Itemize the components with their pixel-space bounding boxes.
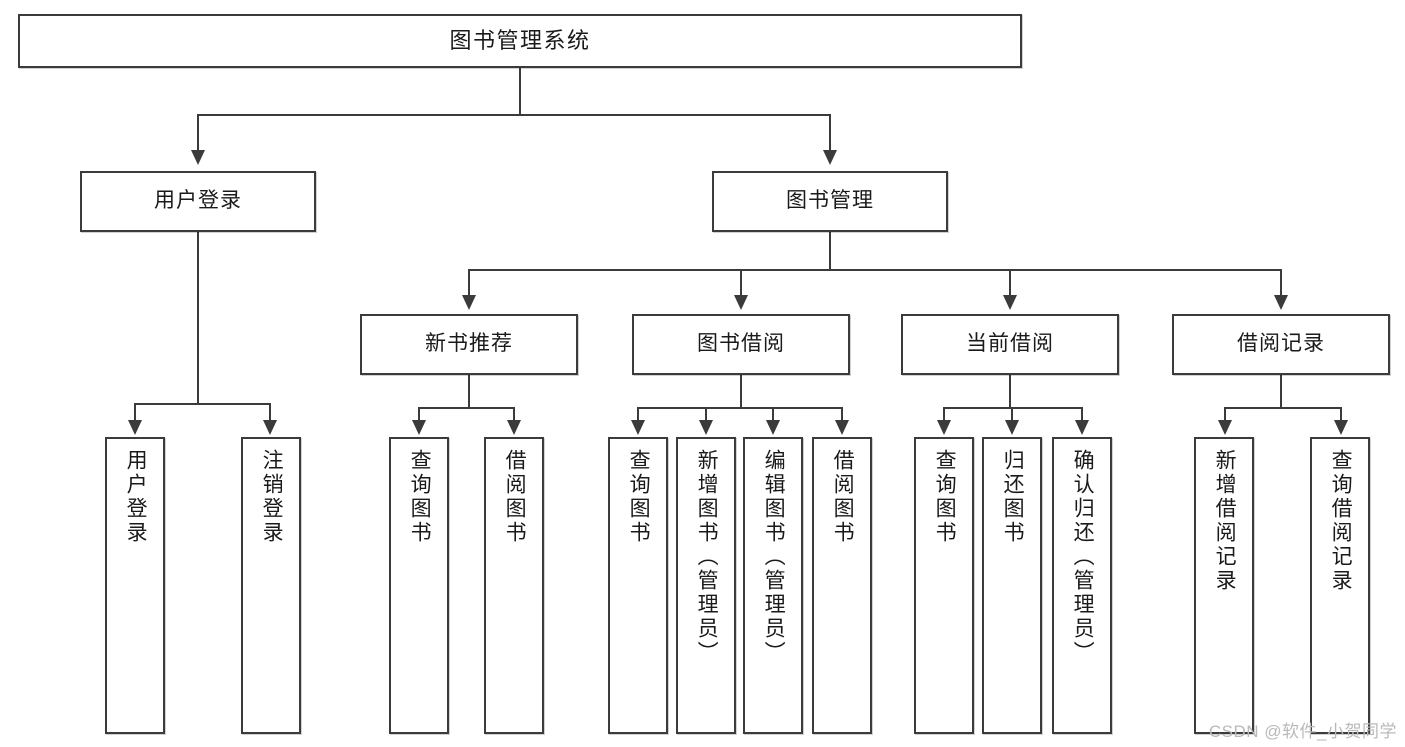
arrowhead-user-login-1	[128, 420, 142, 435]
node-label: 当前借阅	[966, 332, 1054, 356]
arrowhead-bookborrow-3	[766, 420, 780, 435]
node-label: 借阅图书	[831, 449, 855, 545]
arrowhead-currentborrow-1	[937, 420, 951, 435]
arrowhead-newbook-2	[507, 420, 521, 435]
connector-borrowrecord-stem	[1280, 375, 1282, 408]
arrowhead-level3-2	[734, 295, 748, 310]
connector-currentborrow-drop-3	[1081, 407, 1083, 421]
node-label: 借阅图书	[503, 449, 527, 545]
connector-newbook-drop-2	[513, 407, 515, 421]
connector-user-login-drop-2	[269, 403, 271, 421]
node-label: 编辑图书（管理员）	[762, 449, 786, 665]
connector-level2-drop-1	[197, 114, 199, 152]
leaf-user-login[interactable]: 用户登录	[105, 437, 165, 734]
leaf-borrowrecord-add-record[interactable]: 新增借阅记录	[1194, 437, 1254, 734]
leaf-bookborrow-add-book-admin[interactable]: 新增图书（管理员）	[676, 437, 736, 734]
node-label: 注销登录	[260, 449, 284, 545]
connector-bookborrow-drop-2	[705, 407, 707, 421]
connector-newbook-drop-1	[418, 407, 420, 421]
node-label: 查询图书	[408, 449, 432, 545]
watermark: CSDN @软件_小贺同学	[1208, 722, 1397, 741]
connector-level3-drop-1	[468, 269, 470, 296]
connector-borrowrecord-bus	[1224, 407, 1341, 409]
connector-bookborrow-bus	[637, 407, 843, 409]
node-label: 新增借阅记录	[1213, 449, 1237, 593]
node-root-book-management-system[interactable]: 图书管理系统	[18, 14, 1022, 68]
node-label: 查询借阅记录	[1329, 449, 1353, 593]
node-label: 确认归还（管理员）	[1071, 449, 1095, 665]
connector-currentborrow-stem	[1009, 375, 1011, 408]
arrowhead-currentborrow-2	[1005, 420, 1019, 435]
connector-bookborrow-drop-3	[772, 407, 774, 421]
node-book-management[interactable]: 图书管理	[712, 171, 948, 232]
node-label: 图书借阅	[697, 332, 785, 356]
node-label: 新书推荐	[425, 332, 513, 356]
connector-user-login-stem	[197, 232, 199, 404]
node-user-login[interactable]: 用户登录	[80, 171, 316, 232]
node-current-borrow[interactable]: 当前借阅	[901, 314, 1119, 375]
arrowhead-borrowrecord-1	[1218, 420, 1232, 435]
leaf-newbook-borrow-book[interactable]: 借阅图书	[484, 437, 544, 734]
node-label: 归还图书	[1001, 449, 1025, 545]
leaf-borrowrecord-query-record[interactable]: 查询借阅记录	[1310, 437, 1370, 734]
leaf-bookborrow-query-book[interactable]: 查询图书	[608, 437, 668, 734]
connector-bookborrow-stem	[740, 375, 742, 408]
arrowhead-level3-3	[1003, 295, 1017, 310]
connector-level3-drop-4	[1280, 269, 1282, 296]
arrowhead-level3-1	[462, 295, 476, 310]
arrowhead-bookborrow-4	[835, 420, 849, 435]
connector-book-mgmt-stem	[829, 232, 831, 270]
connector-user-login-drop-1	[134, 403, 136, 421]
node-label: 图书管理系统	[449, 28, 591, 54]
arrowhead-level3-4	[1274, 295, 1288, 310]
arrowhead-level2-2	[823, 150, 837, 165]
leaf-newbook-query-book[interactable]: 查询图书	[389, 437, 449, 734]
connector-borrowrecord-drop-2	[1340, 407, 1342, 421]
connector-level3-bus	[468, 269, 1280, 271]
connector-user-login-bus	[134, 403, 269, 405]
arrowhead-user-login-2	[263, 420, 277, 435]
leaf-logout[interactable]: 注销登录	[241, 437, 301, 734]
connector-level3-drop-3	[1009, 269, 1011, 296]
connector-bookborrow-drop-4	[841, 407, 843, 421]
node-book-borrow[interactable]: 图书借阅	[632, 314, 850, 375]
node-label: 图书管理	[786, 189, 874, 213]
connector-currentborrow-drop-2	[1011, 407, 1013, 421]
connector-newbook-bus	[418, 407, 514, 409]
arrowhead-bookborrow-1	[631, 420, 645, 435]
node-label: 用户登录	[124, 449, 148, 545]
connector-currentborrow-drop-1	[943, 407, 945, 421]
leaf-bookborrow-borrow-book[interactable]: 借阅图书	[812, 437, 872, 734]
arrowhead-currentborrow-3	[1075, 420, 1089, 435]
arrowhead-borrowrecord-2	[1334, 420, 1348, 435]
node-label: 新增图书（管理员）	[695, 449, 719, 665]
node-label: 借阅记录	[1237, 332, 1325, 356]
leaf-currentborrow-query-book[interactable]: 查询图书	[914, 437, 974, 734]
leaf-bookborrow-edit-book-admin[interactable]: 编辑图书（管理员）	[743, 437, 803, 734]
arrowhead-bookborrow-2	[699, 420, 713, 435]
connector-borrowrecord-drop-1	[1224, 407, 1226, 421]
node-label: 查询图书	[627, 449, 651, 545]
arrowhead-level2-1	[191, 150, 205, 165]
node-label: 用户登录	[154, 189, 242, 213]
node-borrow-record[interactable]: 借阅记录	[1172, 314, 1390, 375]
node-new-book-recommend[interactable]: 新书推荐	[360, 314, 578, 375]
connector-root-stem	[519, 68, 521, 115]
leaf-currentborrow-confirm-return-admin[interactable]: 确认归还（管理员）	[1052, 437, 1112, 734]
connector-level2-bus	[197, 114, 831, 116]
connector-bookborrow-drop-1	[637, 407, 639, 421]
connector-newbook-stem	[468, 375, 470, 408]
connector-level3-drop-2	[740, 269, 742, 296]
node-label: 查询图书	[933, 449, 957, 545]
leaf-currentborrow-return-book[interactable]: 归还图书	[982, 437, 1042, 734]
connector-level2-drop-2	[829, 114, 831, 152]
arrowhead-newbook-1	[412, 420, 426, 435]
